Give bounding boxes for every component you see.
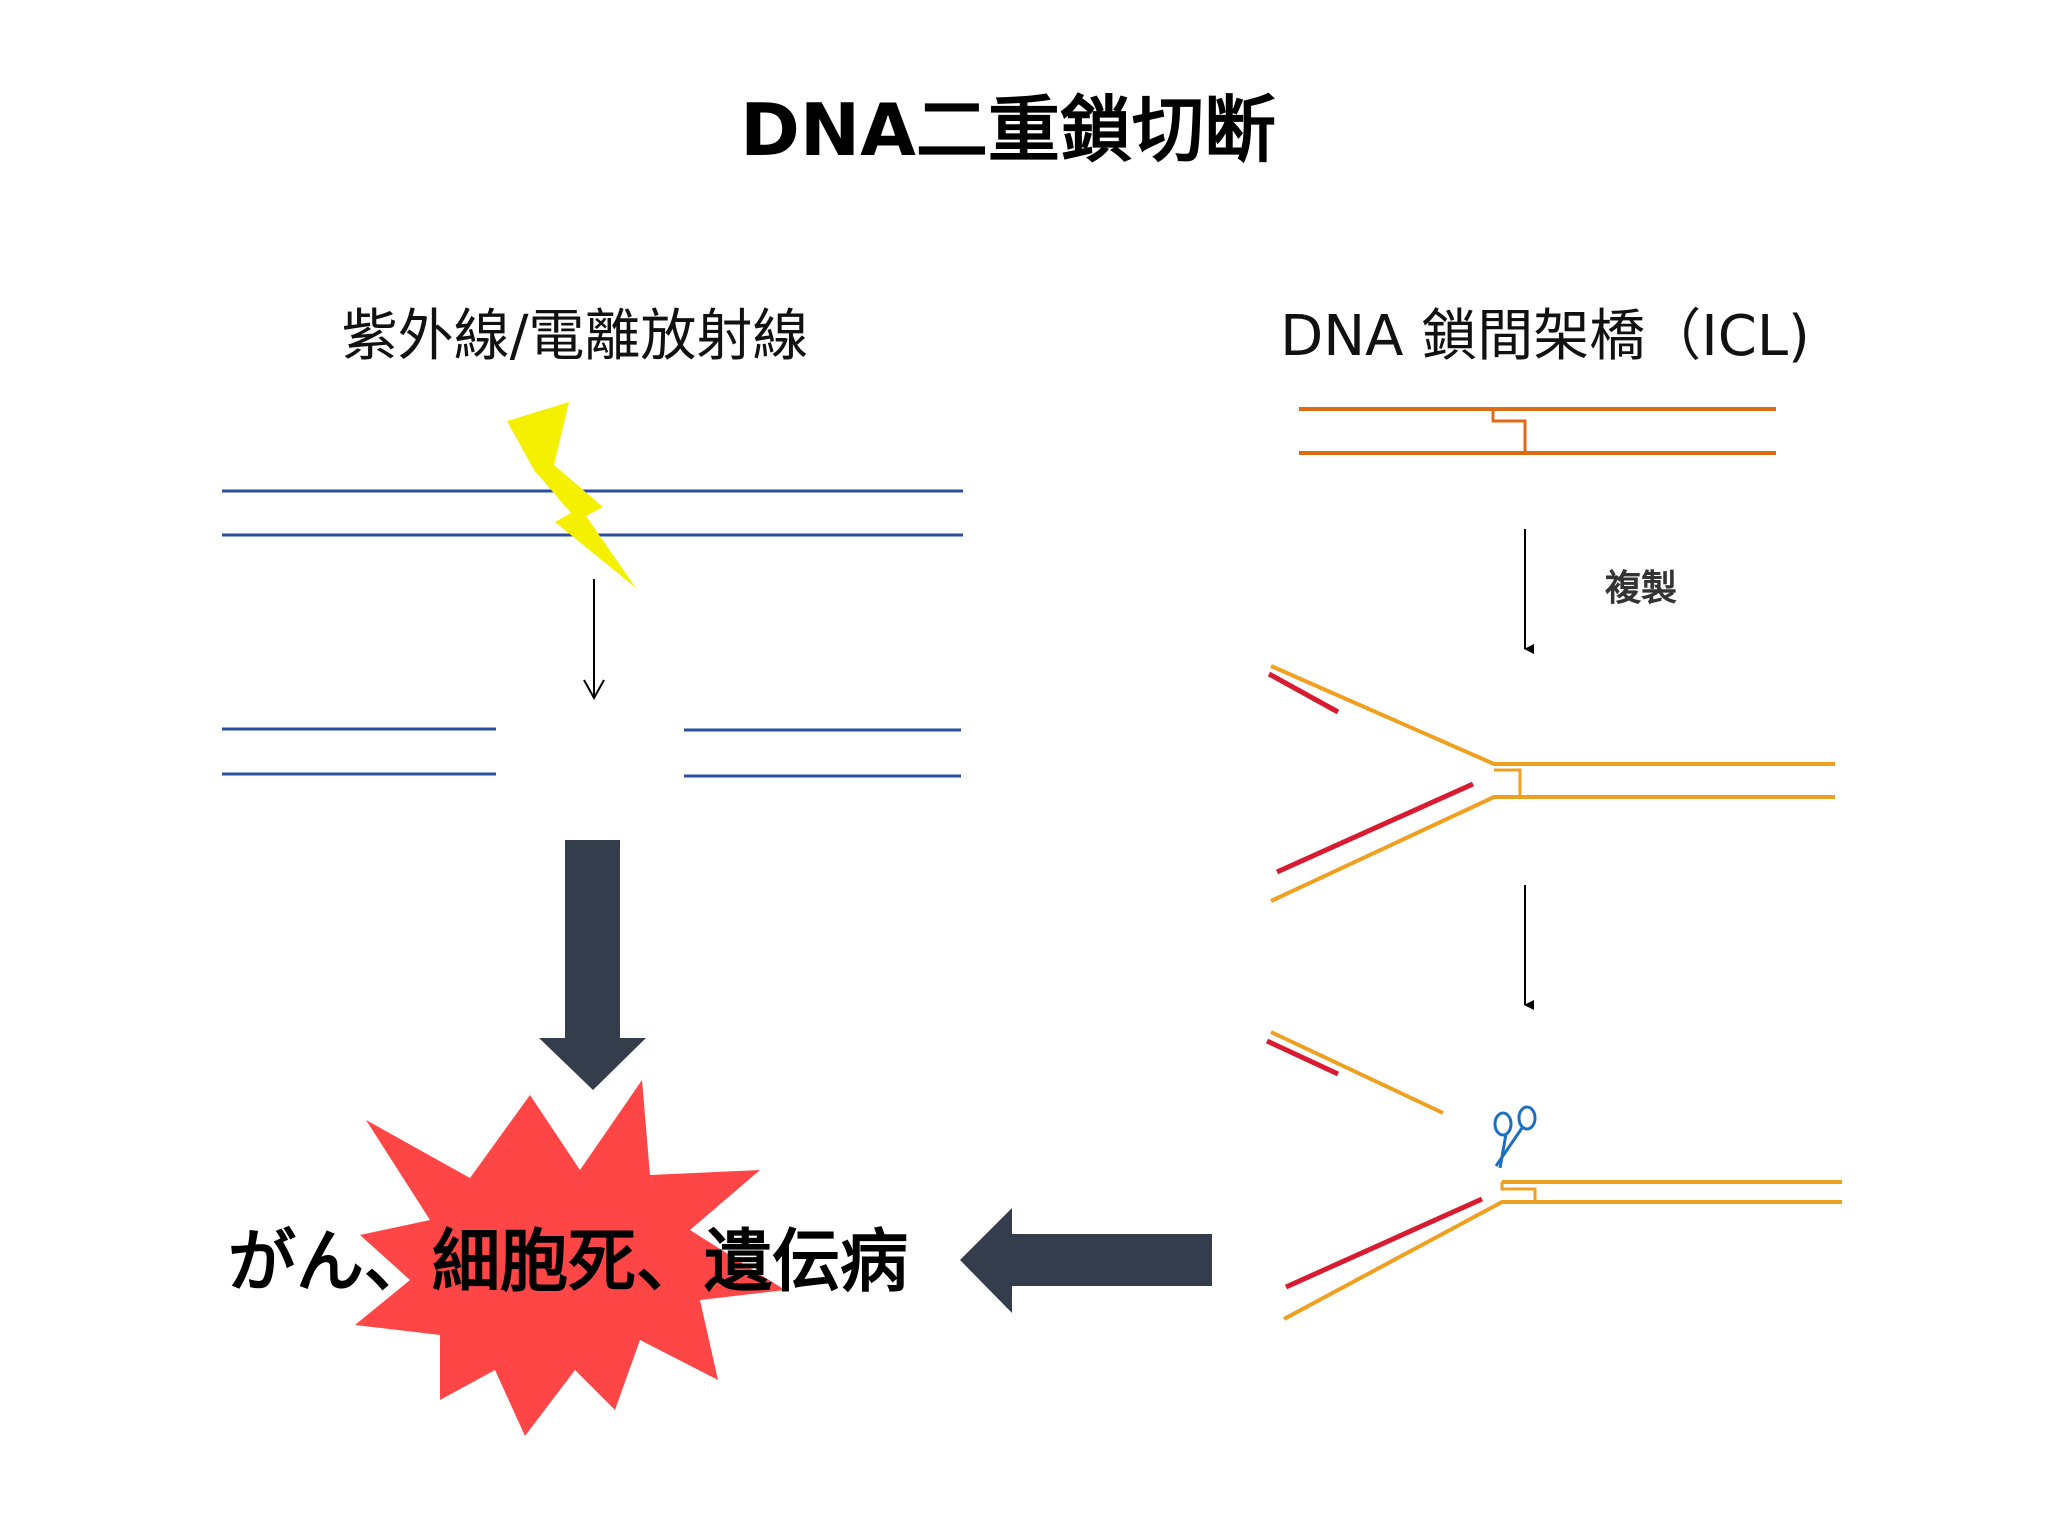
cut-upper-strand	[1270, 1030, 1444, 1115]
fork-crosslink	[1494, 768, 1522, 797]
new-strand-lower	[1275, 781, 1475, 875]
cut-new-strand	[1265, 1038, 1340, 1077]
incised-crosslink	[1500, 1182, 1537, 1202]
explosion-icon	[355, 1080, 785, 1436]
fork-upper-strand	[1270, 664, 1835, 766]
thin-arrow-left	[583, 579, 605, 701]
page-title: DNA二重鎖切断	[740, 88, 1276, 172]
replication-fork	[1267, 664, 1835, 903]
fork-lower-strand	[1270, 795, 1835, 903]
incised-fork	[1265, 1030, 1842, 1321]
lightning-icon	[507, 402, 636, 588]
scissors-icon	[1493, 1105, 1537, 1169]
down-block-arrow	[539, 840, 646, 1090]
left-block-arrow	[960, 1208, 1212, 1313]
lower-new-strand	[1284, 1196, 1484, 1290]
new-strand-upper	[1267, 671, 1340, 715]
broken-dna	[222, 727, 961, 778]
right-panel-label: DNA 鎖間架橋（ICL)	[1280, 304, 1810, 369]
crosslink	[1491, 409, 1527, 453]
replication-label: 複製	[1605, 568, 1677, 609]
icl-dna	[1299, 407, 1776, 455]
left-panel-label: 紫外線/電離放射線	[342, 304, 809, 369]
outcome-label: がん、細胞死、遺伝病	[228, 1223, 908, 1302]
lower-arm-strand	[1283, 1200, 1842, 1321]
